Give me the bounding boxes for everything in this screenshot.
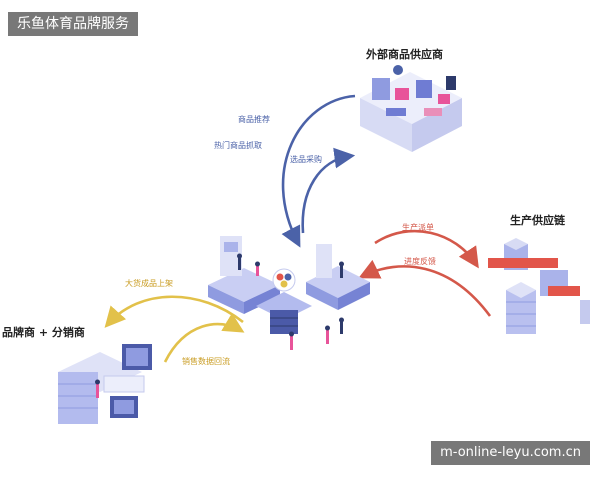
brand-distributor-illustration [58, 344, 152, 424]
flow-listing: 大货成品上架 [125, 279, 173, 288]
flow-product-recommend: 商品推荐 [238, 115, 270, 124]
arrow-product-recommend [281, 94, 356, 248]
supply-chain-illustration [488, 238, 590, 334]
page-title-badge: 乐鱼体育品牌服务 [8, 12, 138, 36]
supply-chain-label: 生产供应链 [510, 214, 565, 227]
flow-production-order: 生产派单 [402, 223, 434, 232]
arrow-selection-purchase [301, 147, 356, 234]
flow-hot-product-capture: 热门商品抓取 [214, 141, 262, 150]
supplier-label: 外部商品供应商 [366, 48, 443, 61]
watermark-badge: m-online-leyu.com.cn [431, 441, 590, 465]
arrow-production-order [374, 229, 479, 269]
flow-sales-feedback: 销售数据回流 [182, 357, 230, 366]
brand-distributor-label: 品牌商 + 分销商 [2, 326, 85, 339]
supplier-illustration [360, 65, 462, 152]
arrow-progress-feedback [358, 259, 492, 317]
central-platform-illustration [208, 236, 370, 350]
arrow-listing [104, 295, 244, 328]
arrow-sales-feedback [163, 313, 245, 363]
flow-progress-feedback: 进度反馈 [404, 257, 436, 266]
flow-selection-purchase: 选品采购 [290, 155, 322, 164]
